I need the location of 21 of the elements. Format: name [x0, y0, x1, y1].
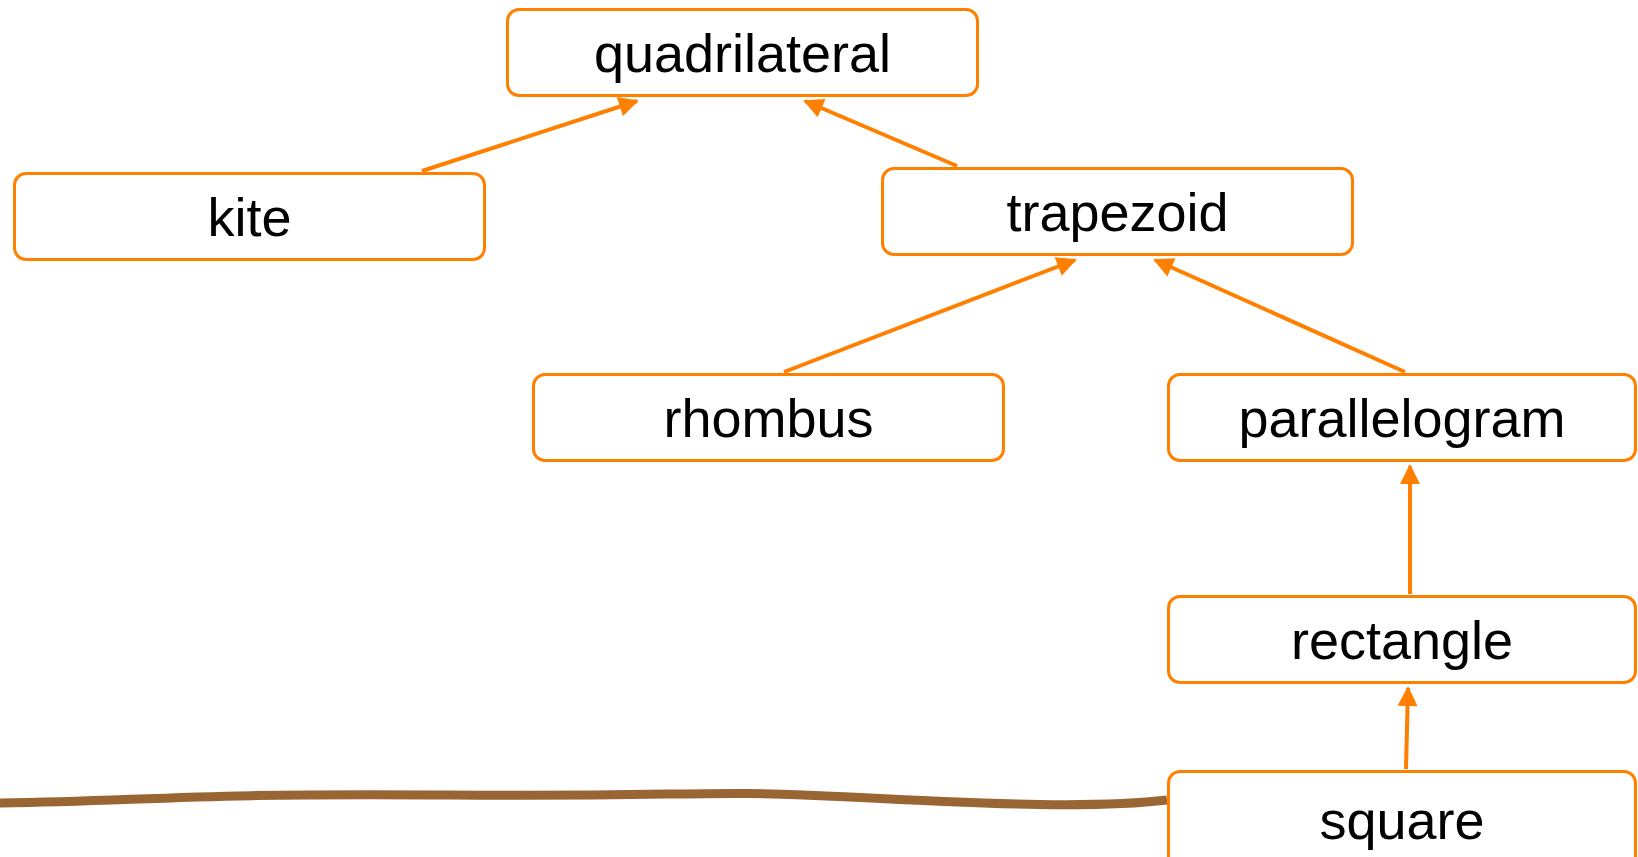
- arrow: [1400, 464, 1420, 594]
- node-label: parallelogram: [1238, 386, 1566, 449]
- rounded-box: [506, 8, 979, 97]
- arrow: [421, 97, 639, 173]
- arrow: [1153, 258, 1406, 374]
- line: [0, 788, 1168, 810]
- node-label: kite: [207, 185, 292, 248]
- node-label: rectangle: [1290, 608, 1514, 671]
- arrow: [1397, 686, 1418, 770]
- node-label: square: [1319, 789, 1485, 851]
- node-label: trapezoid: [1006, 180, 1229, 243]
- rounded-box: [13, 172, 486, 261]
- arrow: [803, 98, 958, 168]
- rounded-box: [1167, 373, 1637, 462]
- node-label: quadrilateral: [593, 21, 892, 84]
- node-label: rhombus: [663, 386, 874, 449]
- rounded-box: [532, 373, 1005, 462]
- rounded-box: [1167, 595, 1637, 684]
- rounded-box: [881, 167, 1354, 256]
- rounded-box: [1167, 770, 1637, 857]
- arrow: [783, 257, 1077, 374]
